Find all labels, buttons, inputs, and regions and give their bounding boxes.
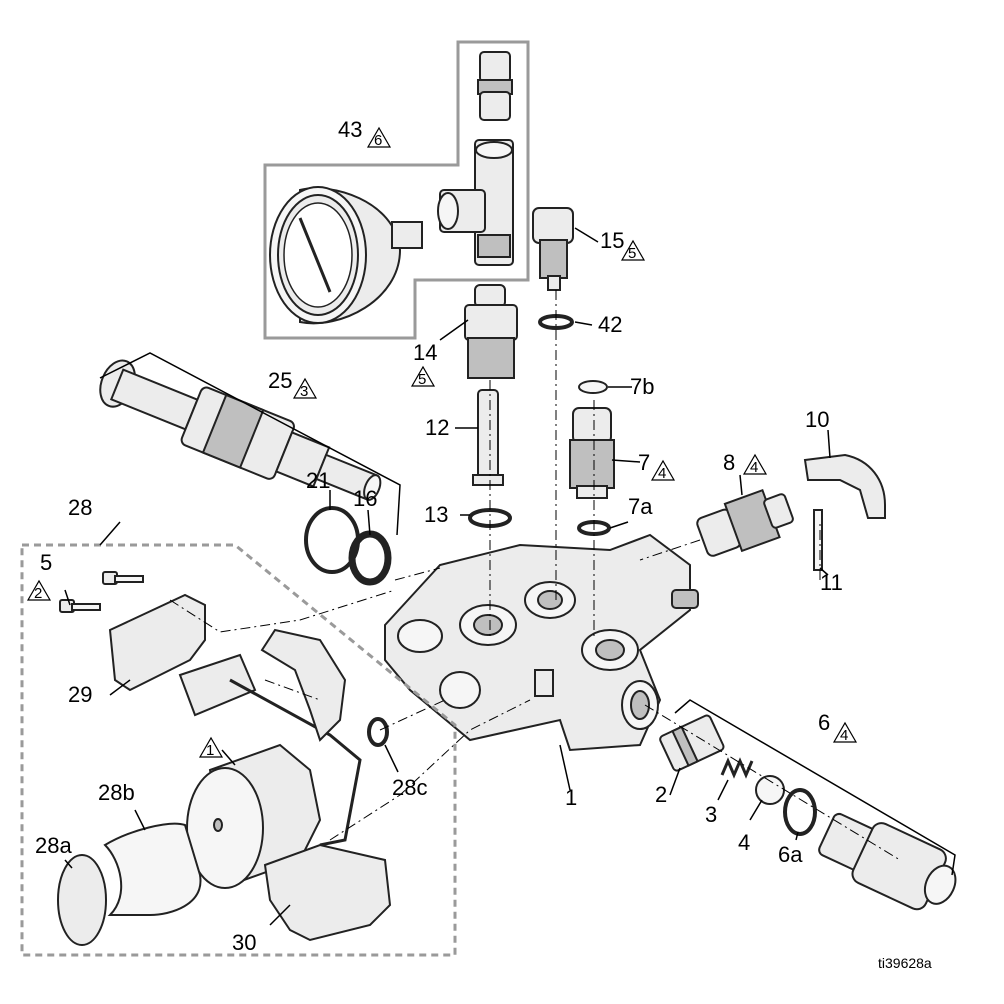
- note-flag-4-item7: 4: [650, 459, 676, 482]
- motor: [186, 743, 322, 889]
- callout-7: 7: [638, 450, 650, 475]
- part-28a-disc: [57, 854, 107, 946]
- bracket-6: [674, 699, 956, 876]
- part-28b-sleeve: [103, 822, 202, 916]
- svg-text:5: 5: [418, 371, 426, 388]
- callout-11: 11: [820, 570, 843, 595]
- callout-8: 8: [723, 450, 735, 475]
- figure-id: ti39628a: [878, 955, 932, 971]
- part-29-bracket: [108, 593, 206, 692]
- part-8: [696, 488, 794, 557]
- centerlines: [169, 290, 901, 861]
- note-flag-1: 1: [198, 736, 224, 759]
- note-flag-3: 3: [292, 377, 318, 400]
- svg-text:3: 3: [300, 383, 308, 400]
- part-2-cage: [659, 714, 725, 772]
- bracket-25: [99, 352, 401, 536]
- part-7: [569, 407, 615, 499]
- gauge-kit-outline: [263, 40, 530, 340]
- svg-text:4: 4: [750, 459, 758, 476]
- svg-text:6: 6: [374, 132, 382, 149]
- note-flag-4-item6: 4: [832, 721, 858, 744]
- callout-14: 14: [413, 340, 437, 365]
- part-1-manifold: [384, 533, 699, 752]
- callout-28: 28: [68, 495, 92, 520]
- callout-42: 42: [598, 312, 622, 337]
- part-3-spring: [720, 757, 754, 779]
- callout-2: 2: [655, 782, 667, 807]
- callout-3: 3: [705, 802, 717, 827]
- part-6a-oring: [783, 788, 817, 836]
- callout-6: 6: [818, 710, 830, 735]
- svg-text:4: 4: [658, 465, 666, 482]
- part-16-ring: [348, 530, 392, 586]
- callout-labels: 43 15 42 14 25 7b 12 10 7 8 21 16 28 7a …: [35, 117, 932, 971]
- callout-7a: 7a: [628, 494, 653, 519]
- callout-43: 43: [338, 117, 362, 142]
- note-flag-5-item15: 5: [620, 239, 646, 262]
- callout-28b: 28b: [98, 780, 135, 805]
- callout-7b: 7b: [630, 374, 654, 399]
- svg-text:2: 2: [34, 585, 42, 602]
- callout-25: 25: [268, 368, 292, 393]
- part-11-pin: [813, 509, 823, 571]
- leader-lines: [64, 227, 831, 926]
- callout-10: 10: [805, 407, 829, 432]
- part-30-bracket: [263, 843, 392, 942]
- svg-text:1: 1: [206, 742, 214, 759]
- callout-16: 16: [353, 486, 377, 511]
- note-flags: 6 5 5 3 4 4 2 4: [26, 126, 858, 759]
- part-28c-oring: [367, 717, 389, 747]
- sensor-board: [178, 653, 257, 717]
- part-10-clip: [803, 453, 886, 519]
- part-15: [532, 207, 574, 291]
- svg-text:4: 4: [840, 727, 848, 744]
- callout-28c: 28c: [392, 775, 427, 800]
- part-12-tube: [472, 389, 504, 486]
- part-7b-disc: [578, 380, 608, 394]
- callout-5: 5: [40, 550, 52, 575]
- callout-4: 4: [738, 830, 750, 855]
- callout-28a: 28a: [35, 833, 72, 858]
- part-4-ball: [755, 775, 785, 805]
- callout-12: 12: [425, 415, 449, 440]
- note-flag-5-item14: 5: [410, 365, 436, 388]
- svg-text:5: 5: [628, 245, 636, 262]
- note-flag-4-item8: 4: [742, 453, 768, 476]
- note-flag-6: 6: [366, 126, 392, 149]
- sensor-wire: [229, 678, 362, 847]
- motor-kit-outline: [20, 543, 457, 957]
- nipple-fitting: [477, 51, 513, 121]
- part-25-cartridge: [99, 359, 382, 501]
- tee-fitting: [437, 139, 514, 266]
- motor-bracket-upper: [260, 628, 347, 742]
- callout-6a: 6a: [778, 842, 803, 867]
- part-5-screws: [59, 571, 144, 613]
- callout-1: 1: [565, 785, 577, 810]
- callout-29: 29: [68, 682, 92, 707]
- pressure-gauge: [269, 186, 423, 325]
- note-flag-2: 2: [26, 579, 52, 602]
- callout-15: 15: [600, 228, 624, 253]
- part-6-fitting: [818, 812, 957, 911]
- part-14: [464, 284, 518, 379]
- callout-21: 21: [306, 468, 330, 493]
- callout-13: 13: [424, 502, 448, 527]
- callout-30: 30: [232, 930, 256, 955]
